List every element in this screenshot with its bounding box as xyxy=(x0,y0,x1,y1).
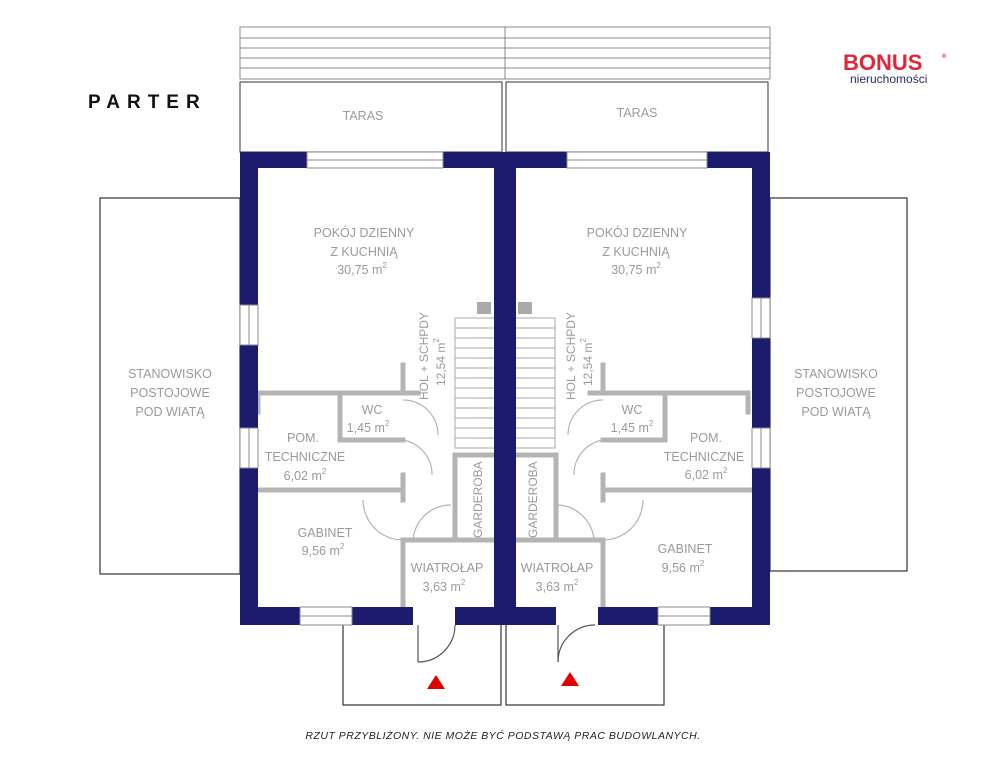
svg-text:9,56 m2: 9,56 m2 xyxy=(662,559,705,575)
window-mullions xyxy=(248,159,762,617)
carport-label-right: STANOWISKO POSTOJOWE POD WIATĄ xyxy=(794,367,878,419)
svg-text:30,75 m2: 30,75 m2 xyxy=(611,261,661,277)
brand-subtitle: nieruchomości xyxy=(850,72,927,86)
entrance-doors xyxy=(413,607,598,663)
terrace-outlines xyxy=(239,81,769,153)
svg-text:POD WIATĄ: POD WIATĄ xyxy=(801,405,871,419)
room-living-left: POKÓJ DZIENNY Z KUCHNIĄ 30,75 m2 xyxy=(314,225,415,277)
carport-label-left: STANOWISKO POSTOJOWE POD WIATĄ xyxy=(128,367,212,419)
brand-registered-mark: ® xyxy=(942,53,947,60)
room-wardrobe-right: GARDEROBA xyxy=(526,461,540,538)
svg-text:POM.: POM. xyxy=(690,431,722,445)
svg-text:3,63 m2: 3,63 m2 xyxy=(423,578,466,594)
svg-text:1,45 m2: 1,45 m2 xyxy=(611,419,654,435)
svg-text:GABINET: GABINET xyxy=(298,526,353,540)
entry-arrow-left xyxy=(427,675,445,689)
door-swings xyxy=(362,399,644,541)
room-wardrobe-left: GARDEROBA xyxy=(471,461,485,538)
svg-text:TECHNICZNE: TECHNICZNE xyxy=(265,450,346,464)
staircase-right xyxy=(511,302,556,449)
room-office-left: GABINET 9,56 m2 xyxy=(298,526,353,558)
svg-text:6,02 m2: 6,02 m2 xyxy=(284,467,327,483)
room-vestibule-left: WIATROŁAP 3,63 m2 xyxy=(411,561,484,594)
room-living-right: POKÓJ DZIENNY Z KUCHNIĄ 30,75 m2 xyxy=(587,225,688,277)
svg-text:TECHNICZNE: TECHNICZNE xyxy=(664,450,745,464)
svg-text:HOL + SCHPDY: HOL + SCHPDY xyxy=(417,312,431,400)
svg-text:POKÓJ DZIENNY: POKÓJ DZIENNY xyxy=(314,225,415,240)
svg-text:12,54 m2: 12,54 m2 xyxy=(432,338,448,386)
brand-logo: BONUS ® nieruchomości xyxy=(843,50,947,86)
svg-text:STANOWISKO: STANOWISKO xyxy=(794,367,878,381)
svg-text:30,75 m2: 30,75 m2 xyxy=(337,261,387,277)
svg-text:WIATROŁAP: WIATROŁAP xyxy=(521,561,594,575)
svg-text:POD WIATĄ: POD WIATĄ xyxy=(135,405,205,419)
svg-text:WIATROŁAP: WIATROŁAP xyxy=(411,561,484,575)
room-hall-left: HOL + SCHPDY 12,54 m2 xyxy=(417,312,448,400)
floor-heading: PARTER xyxy=(88,92,207,113)
room-technical-left: POM. TECHNICZNE 6,02 m2 xyxy=(265,431,346,483)
brand-name: BONUS xyxy=(843,50,922,75)
entrance-porches xyxy=(342,622,665,706)
carport-right xyxy=(769,197,908,572)
svg-text:Z KUCHNIĄ: Z KUCHNIĄ xyxy=(330,245,398,259)
terrace-label-left: TARAS xyxy=(343,109,384,123)
room-vestibule-right: WIATROŁAP 3,63 m2 xyxy=(521,561,594,594)
room-wc-left: WC 1,45 m2 xyxy=(347,403,390,435)
pergola xyxy=(239,26,771,80)
entry-arrow-right xyxy=(561,672,579,686)
svg-text:1,45 m2: 1,45 m2 xyxy=(347,419,390,435)
terrace-label-right: TARAS xyxy=(617,106,658,120)
svg-text:POM.: POM. xyxy=(287,431,319,445)
svg-text:12,54 m2: 12,54 m2 xyxy=(579,338,595,386)
svg-text:POSTOJOWE: POSTOJOWE xyxy=(130,386,210,400)
disclaimer-note: RZUT PRZYBLIŻONY. NIE MOŻE BYĆ PODSTAWĄ … xyxy=(305,729,700,742)
svg-text:Z KUCHNIĄ: Z KUCHNIĄ xyxy=(602,245,670,259)
svg-text:3,63 m2: 3,63 m2 xyxy=(536,578,579,594)
staircase-left xyxy=(454,302,499,449)
svg-text:9,56 m2: 9,56 m2 xyxy=(302,542,345,558)
svg-text:POKÓJ DZIENNY: POKÓJ DZIENNY xyxy=(587,225,688,240)
room-wc-right: WC 1,45 m2 xyxy=(611,403,654,435)
room-hall-right: HOL + SCHPDY 12,54 m2 xyxy=(564,312,595,400)
svg-text:WC: WC xyxy=(362,403,383,417)
svg-text:HOL + SCHPDY: HOL + SCHPDY xyxy=(564,312,578,400)
svg-text:GABINET: GABINET xyxy=(658,542,713,556)
svg-text:6,02 m2: 6,02 m2 xyxy=(685,466,728,482)
room-office-right: GABINET 9,56 m2 xyxy=(658,542,713,575)
room-technical-right: POM. TECHNICZNE 6,02 m2 xyxy=(664,431,745,482)
svg-text:WC: WC xyxy=(622,403,643,417)
svg-text:POSTOJOWE: POSTOJOWE xyxy=(796,386,876,400)
svg-text:STANOWISKO: STANOWISKO xyxy=(128,367,212,381)
